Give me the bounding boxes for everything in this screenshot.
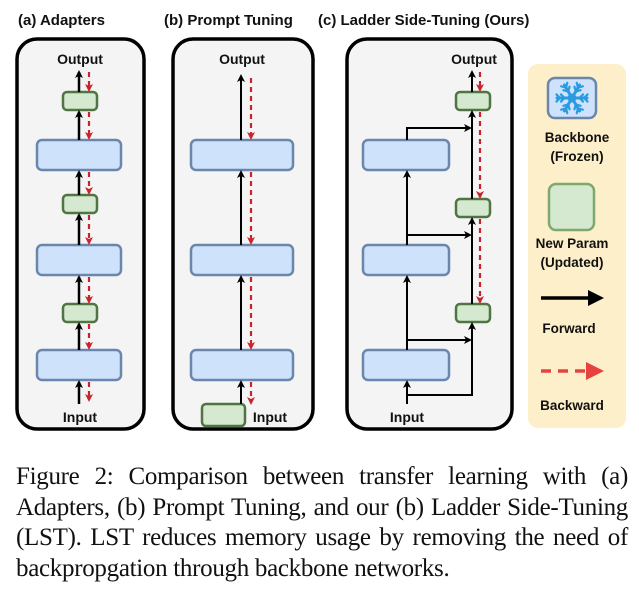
- panel-a-title: (a) Adapters: [18, 12, 105, 29]
- panel-c-title: (c) Ladder Side-Tuning (Ours): [318, 12, 529, 29]
- backbone-layer-b-3: [189, 348, 295, 382]
- backbone-layer-c-3: [361, 348, 451, 382]
- lst-comparison-diagram: (a) Adapters (b) Prompt Tuning (c) Ladde…: [15, 12, 626, 431]
- legend-forward-label: Forward: [542, 321, 595, 336]
- backbone-layer-a-3: [35, 348, 123, 382]
- legend-backward-label: Backward: [540, 398, 604, 413]
- figure-caption: Figure 2: Comparison between transfer le…: [16, 463, 628, 582]
- backbone-layer-b-1: [189, 138, 295, 172]
- side-param-3: [454, 302, 492, 324]
- panel-b-input-label: Input: [253, 409, 288, 425]
- adapter-param-1: [61, 90, 99, 112]
- backbone-layer-b-2: [189, 243, 295, 277]
- panel-b-frame: [171, 37, 315, 431]
- legend-new-param-box: [547, 182, 596, 232]
- legend-new-param-label: New Param: [536, 236, 609, 251]
- ladder-connector: [406, 127, 464, 140]
- panel-b-output-label: Output: [219, 51, 265, 67]
- panel-a-frame: [15, 37, 146, 431]
- legend-backbone-label: Backbone: [545, 130, 610, 145]
- side-param-1: [454, 90, 492, 112]
- backward-arrow-icon: [541, 362, 604, 380]
- legend-updated-label: (Updated): [541, 255, 604, 270]
- panel-c-output-label: Output: [451, 51, 497, 67]
- panel-a-output-label: Output: [57, 51, 103, 67]
- panel-c-input-label: Input: [390, 409, 425, 425]
- snowflake-icon: [546, 76, 598, 120]
- backbone-layer-a-1: [35, 138, 123, 172]
- panel-b-title: (b) Prompt Tuning: [164, 12, 293, 29]
- prompt-param: [200, 402, 247, 428]
- backbone-layer-c-2: [361, 243, 451, 277]
- panel-a-input-label: Input: [63, 409, 98, 425]
- adapter-param-2: [61, 193, 99, 215]
- adapter-param-3: [61, 302, 99, 324]
- legend-panel: [528, 64, 626, 428]
- legend-frozen-label: (Frozen): [550, 149, 603, 164]
- backbone-layer-a-2: [35, 243, 123, 277]
- forward-arrow-icon: [541, 290, 604, 306]
- side-param-2: [454, 197, 492, 219]
- ladder-connector: [407, 330, 473, 396]
- backbone-layer-c-1: [361, 138, 451, 172]
